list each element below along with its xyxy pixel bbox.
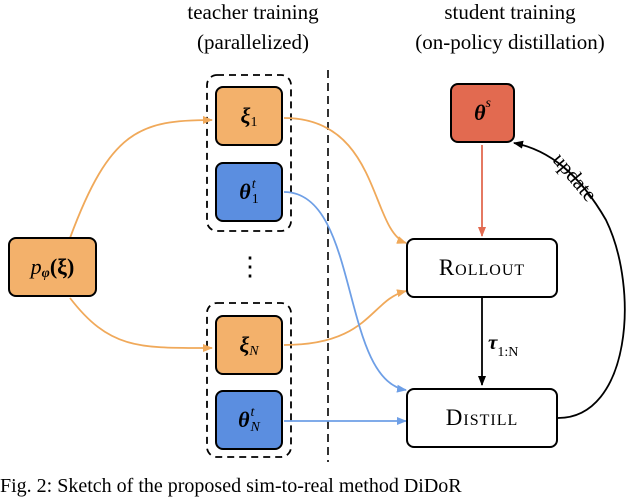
theta-s-sup: s — [485, 96, 491, 111]
student-header-line1: student training — [444, 0, 576, 24]
node-distill: Distill — [406, 388, 558, 448]
tau-base: τ — [488, 330, 498, 354]
edge-xiN-to-rollout — [283, 289, 407, 346]
edge-xi1-to-rollout — [283, 117, 407, 244]
student-header-line2: (on-policy distillation) — [415, 30, 605, 54]
p-phi-sub: φ — [41, 266, 50, 281]
p-phi-base: p — [30, 254, 42, 279]
theta-n-sub: N — [250, 420, 260, 435]
figure-caption: Fig. 2: Sketch of the proposed sim-to-re… — [0, 475, 462, 497]
node-p-phi-xi: p φ (ξ) — [8, 237, 97, 297]
xi-n-sub: N — [249, 344, 259, 359]
theta-1-sup: t — [251, 177, 256, 192]
theta-n-base: θ — [238, 407, 250, 432]
p-phi-arg: (ξ) — [49, 254, 75, 279]
node-rollout: Rollout — [406, 238, 558, 298]
group-n-dashed-border — [206, 302, 292, 458]
edge-theta1-to-distill — [283, 191, 407, 393]
node-theta-n-t: θ t N — [215, 390, 283, 450]
tau-edge-label: τ1:N — [488, 330, 558, 360]
edge-distill-update-to-thetas — [513, 140, 626, 419]
theta-s-base: θ — [474, 100, 486, 125]
teacher-header-line1: teacher training — [187, 0, 319, 24]
xi-n-base: ξ — [239, 332, 250, 357]
edge-pphi-to-xi1 — [69, 116, 213, 239]
vertical-ellipsis: ⋮ — [237, 252, 263, 281]
theta-1-base: θ — [239, 179, 251, 204]
theta-n-sup: t — [250, 405, 255, 420]
edge-pphi-to-xiN — [69, 297, 213, 353]
xi-1-sub: 1 — [250, 115, 258, 130]
xi-1-base: ξ — [240, 103, 251, 128]
node-theta-1-t: θ t 1 — [215, 162, 283, 222]
group-1-dashed-border — [206, 74, 292, 232]
theta-1-sub: 1 — [251, 192, 259, 207]
teacher-header-line2: (parallelized) — [197, 30, 309, 54]
tau-sub: 1:N — [497, 345, 519, 360]
